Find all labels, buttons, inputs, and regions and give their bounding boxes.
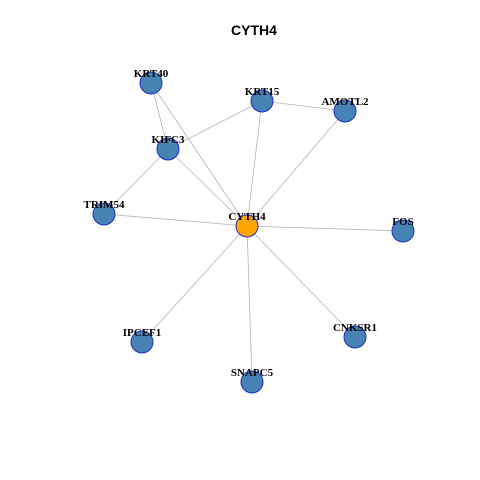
edge-cyth4-kifc3 — [167, 148, 248, 227]
edge-cyth4-cnksr1 — [246, 225, 356, 338]
edge-layer — [103, 82, 404, 383]
node-kifc3 — [156, 137, 180, 161]
edge-cyth4-krt15 — [246, 100, 263, 227]
node-amotl2 — [333, 99, 357, 123]
node-label-trim54: TRIM54 — [84, 199, 125, 211]
node-krt15 — [250, 89, 274, 113]
edge-cyth4-amotl2 — [246, 110, 346, 227]
node-label-kifc3: KIFC3 — [152, 134, 186, 146]
node-label-snapc5: SNAPC5 — [231, 367, 274, 379]
edge-krt15-amotl2 — [261, 100, 346, 112]
node-cnksr1 — [343, 325, 367, 349]
node-label-krt40: KRT40 — [134, 68, 169, 80]
node-cyth4 — [235, 214, 259, 238]
node-label-fos: FOS — [392, 216, 413, 228]
diagram-title: CYTH4 — [231, 22, 277, 38]
edge-kifc3-krt15 — [167, 100, 263, 150]
node-label-amotl2: AMOTL2 — [321, 96, 369, 108]
edge-cyth4-krt40 — [150, 82, 248, 227]
node-fos — [391, 219, 415, 243]
edge-cyth4-fos — [246, 225, 404, 232]
node-label-cyth4: CYTH4 — [228, 211, 266, 223]
node-trim54 — [92, 202, 116, 226]
node-label-krt15: KRT15 — [245, 86, 280, 98]
node-label-cnksr1: CNKSR1 — [333, 322, 377, 334]
edge-kifc3-trim54 — [103, 148, 169, 215]
node-label-ipcef1: IPCEF1 — [123, 327, 162, 339]
edge-cyth4-snapc5 — [246, 225, 253, 383]
node-layer — [92, 71, 415, 394]
node-krt40 — [139, 71, 163, 95]
node-snapc5 — [240, 370, 264, 394]
node-ipcef1 — [130, 330, 154, 354]
edge-cyth4-ipcef1 — [141, 225, 248, 343]
edge-cyth4-trim54 — [103, 213, 248, 227]
